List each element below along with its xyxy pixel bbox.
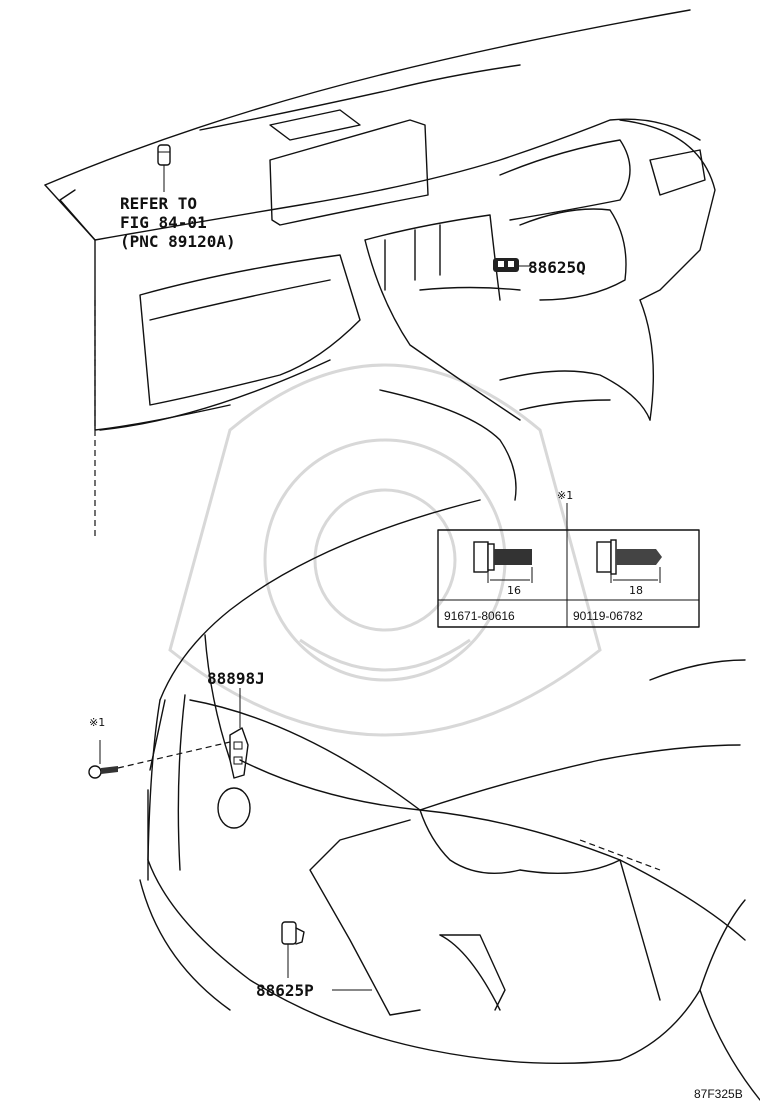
washer-bolt-icon — [596, 539, 662, 583]
sensor-88625P-icon — [281, 921, 305, 978]
part-number-91671-80616[interactable]: 91671-80616 — [444, 609, 515, 623]
instrument-panel-drawing — [44, 9, 716, 540]
bracket-88898J-icon — [229, 688, 249, 779]
dimension-label-1: 16 — [507, 584, 521, 597]
part-number-90119-06782[interactable]: 90119-06782 — [573, 609, 643, 623]
sensor-88625Q-icon — [493, 258, 530, 272]
dimension-label-2: 18 — [629, 584, 643, 597]
figure-code: 87F325B — [694, 1087, 743, 1101]
refer-fig-label: FIG 84-01 — [120, 213, 207, 232]
bolt-table: ※1 16 18 91671-80616 90119-06782 — [437, 489, 700, 628]
part-label-88898J[interactable]: 88898J — [207, 669, 265, 688]
refer-pnc-label: (PNC 89120A) — [120, 232, 236, 251]
table-mark-label: ※1 — [557, 489, 573, 502]
clip-icon-top — [157, 144, 171, 192]
bolt-mark-label: ※1 — [89, 716, 105, 729]
part-label-88625P[interactable]: 88625P — [256, 981, 314, 1000]
part-label-88625Q[interactable]: 88625Q — [528, 258, 586, 277]
refer-to-label: REFER TO — [120, 194, 197, 213]
flange-bolt-icon — [473, 541, 533, 583]
front-bumper-drawing — [139, 499, 760, 1101]
bolt-icon-left — [88, 740, 231, 779]
